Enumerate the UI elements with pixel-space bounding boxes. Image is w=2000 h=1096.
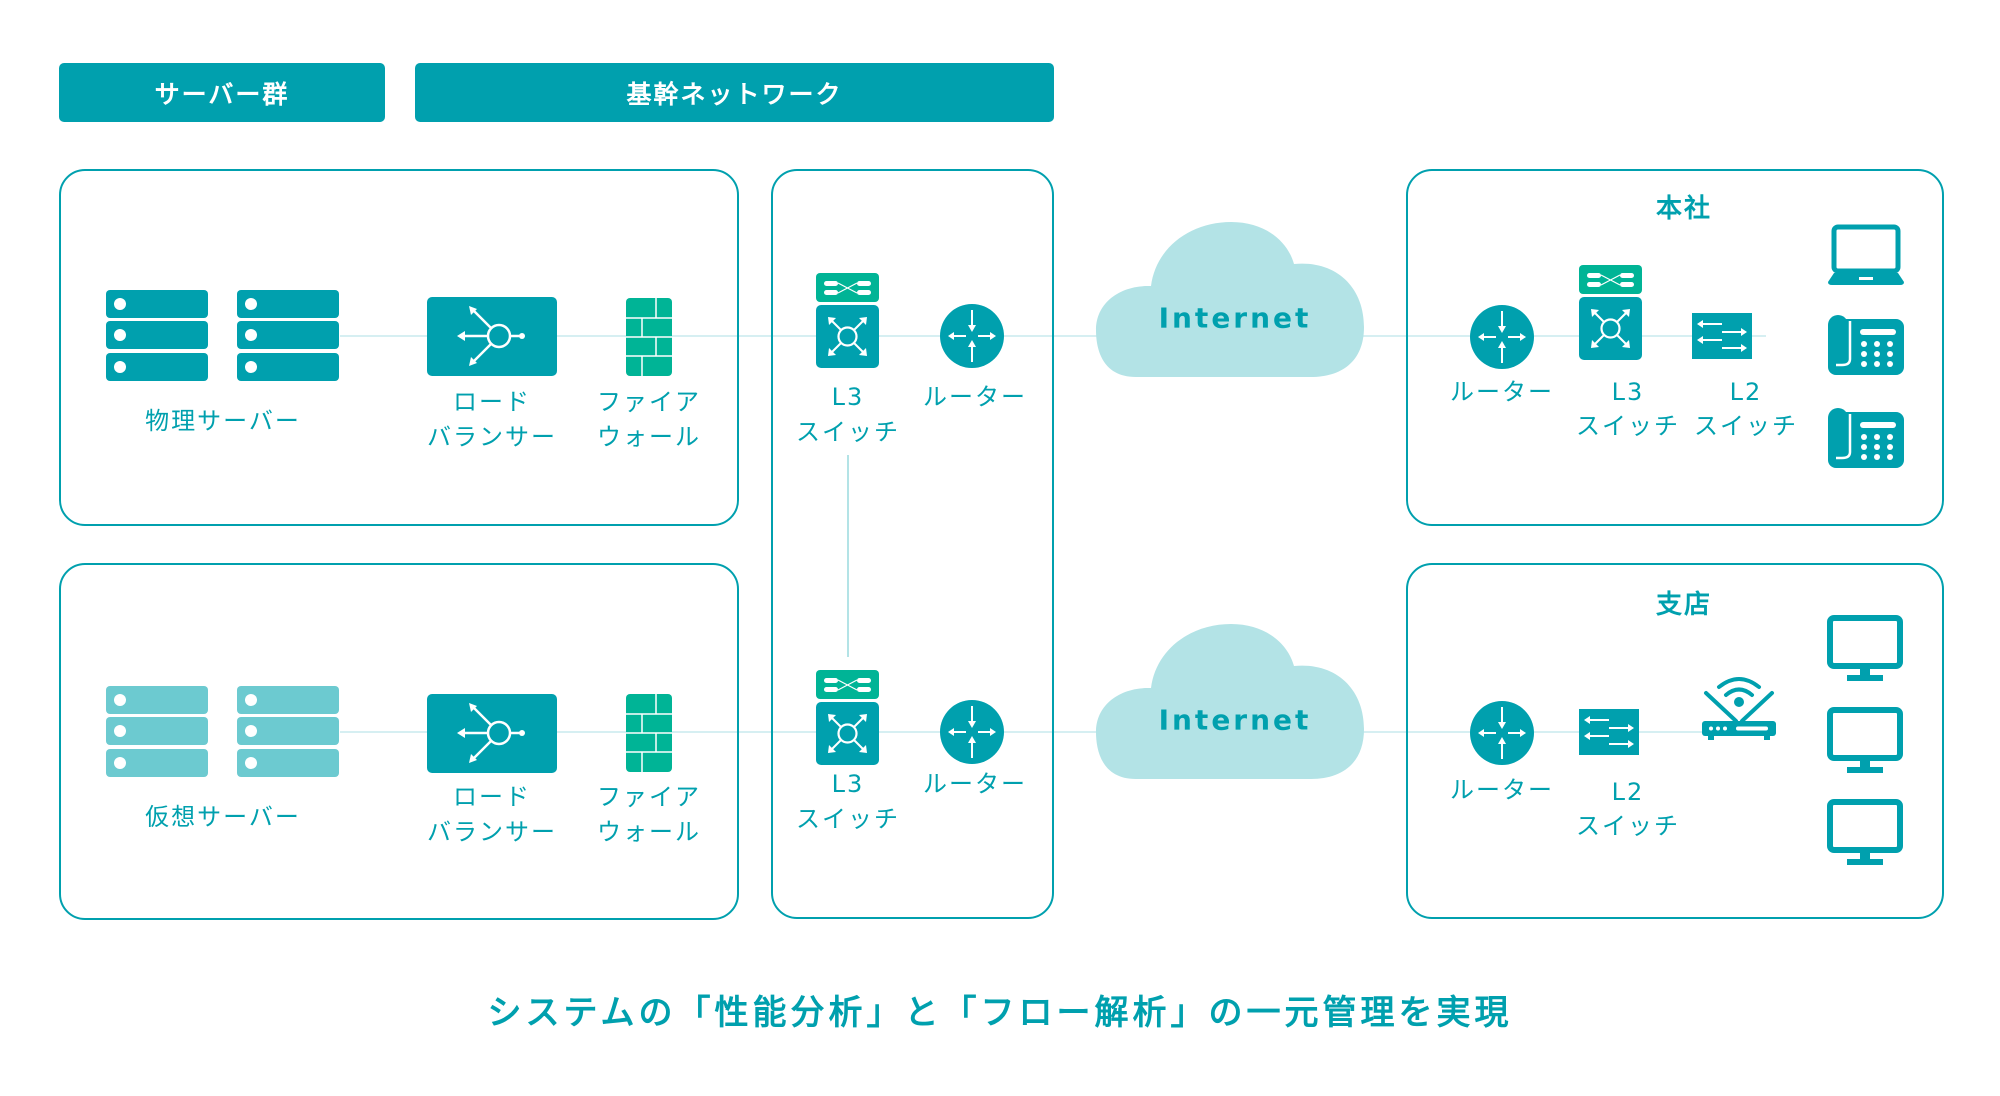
server-group-header: サーバー群 <box>59 63 385 122</box>
physical-server-zone <box>59 169 739 526</box>
load-balancer-label-line2: バランサー <box>427 818 557 846</box>
l2-switch-label-line1: L2 <box>1611 778 1645 806</box>
router-label: ルーター <box>923 770 1027 798</box>
l3-switch-icon <box>1579 265 1642 360</box>
load-balancer-icon <box>427 694 557 773</box>
firewall-label-line1: ファイア <box>597 388 701 416</box>
l2-switch-label-line2: スイッチ <box>1576 812 1680 840</box>
l3-switch-label-line2: スイッチ <box>796 805 900 833</box>
load-balancer-label-line1: ロード <box>453 388 531 416</box>
desktop-monitor-icon <box>1827 707 1903 773</box>
firewall-label-line2: ウォール <box>597 818 701 846</box>
laptop-icon <box>1828 224 1904 285</box>
connector-line-vertical <box>847 455 849 657</box>
router-label: ルーター <box>1450 776 1554 804</box>
l3-switch-label-line2: スイッチ <box>796 418 900 446</box>
caption: システムの「性能分析」と「フロー解析」の一元管理を実現 <box>487 993 1513 1033</box>
desktop-monitor-icon <box>1827 799 1903 865</box>
internet-label: Internet <box>1158 301 1312 335</box>
load-balancer-label-line2: バランサー <box>427 423 557 451</box>
connector-line-branch <box>1406 731 1706 733</box>
branch-title: 支店 <box>1655 590 1713 620</box>
l3-switch-label-line1: L3 <box>831 383 865 411</box>
l3-switch-label-line1: L3 <box>831 770 865 798</box>
virtual-server-icon <box>106 686 339 777</box>
internet-cloud-icon <box>1096 624 1364 779</box>
router-icon <box>940 700 1004 764</box>
l3-switch-label-line2: スイッチ <box>1576 412 1680 440</box>
physical-server-icon <box>106 290 339 381</box>
router-icon <box>940 304 1004 368</box>
ip-phone-icon <box>1828 408 1904 468</box>
router-icon <box>1470 305 1534 369</box>
l2-switch-label-line2: スイッチ <box>1694 412 1798 440</box>
router-icon <box>1470 701 1534 765</box>
desktop-monitor-icon <box>1827 615 1903 681</box>
load-balancer-icon <box>427 297 557 376</box>
firewall-label-line1: ファイア <box>597 783 701 811</box>
l2-switch-label-line1: L2 <box>1729 378 1763 406</box>
l2-switch-icon <box>1692 313 1752 359</box>
virtual-server-zone <box>59 563 739 920</box>
firewall-label-line2: ウォール <box>597 423 701 451</box>
backbone-network-header: 基幹ネットワーク <box>415 63 1054 122</box>
internet-cloud-icon <box>1096 222 1364 377</box>
l3-switch-label-line1: L3 <box>1611 378 1645 406</box>
router-label: ルーター <box>923 383 1027 411</box>
headquarters-zone <box>1406 169 1944 526</box>
l3-switch-icon <box>816 273 879 368</box>
l2-switch-icon <box>1579 709 1639 755</box>
l3-switch-icon <box>816 670 879 765</box>
load-balancer-label-line1: ロード <box>453 783 531 811</box>
physical-server-label: 物理サーバー <box>145 407 301 435</box>
firewall-icon <box>626 694 672 772</box>
internet-label: Internet <box>1158 703 1312 737</box>
branch-zone <box>1406 563 1944 919</box>
ip-phone-icon <box>1828 315 1904 375</box>
router-label: ルーター <box>1450 378 1554 406</box>
virtual-server-label: 仮想サーバー <box>145 803 301 831</box>
backbone-zone <box>771 169 1054 919</box>
headquarters-title: 本社 <box>1655 194 1713 224</box>
firewall-icon <box>626 298 672 376</box>
wifi-router-icon <box>1702 677 1776 740</box>
